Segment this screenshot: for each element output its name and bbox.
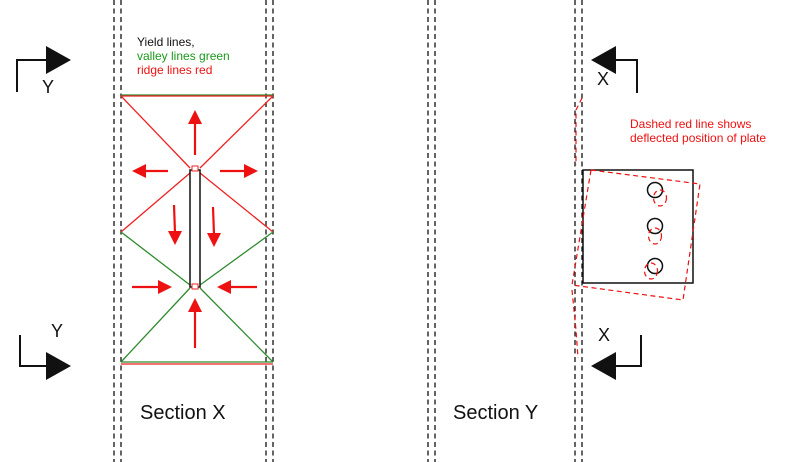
deflection-note: Dashed red line shows deflected position…: [630, 117, 766, 145]
section-x-right-wall: [265, 0, 274, 462]
legend-yield-lines: Yield lines, valley lines green ridge li…: [137, 35, 230, 77]
deflected-bolt-hole-2: [647, 227, 663, 245]
arrow-up-top: [188, 110, 202, 155]
valley-yield-lines: [120, 231, 274, 363]
stiffener-top-end: [191, 165, 199, 172]
arrow-up-bottom: [188, 298, 202, 348]
central-stiffener: [189, 169, 201, 288]
section-cut-marker-x-top: [591, 46, 638, 93]
section-x-left-wall: [113, 0, 122, 462]
bolt-holes: [646, 181, 664, 275]
force-arrows: [132, 110, 258, 348]
deflection-note-line1: Dashed red line shows: [630, 117, 752, 131]
section-x-title: Section X: [140, 402, 226, 424]
deflected-plate: [571, 97, 701, 359]
plate-original: [582, 169, 694, 284]
ridge-yield-lines: [120, 95, 274, 233]
cut-label-x-bottom: X: [598, 325, 611, 345]
arrow-left-top: [132, 164, 168, 178]
stiffener-bottom-end: [191, 283, 199, 290]
legend-valley: valley lines green: [137, 49, 230, 63]
section-y-right-wall: [574, 0, 583, 462]
arrow-right-bottom: [132, 280, 172, 294]
section-y-title: Section Y: [453, 402, 539, 424]
section-cut-marker-y-bottom: [19, 335, 71, 380]
arrow-down-left: [168, 204, 182, 245]
arrow-down-right: [207, 206, 221, 247]
cut-label-x-top: X: [597, 69, 610, 89]
deflected-bolt-hole-3: [643, 262, 659, 280]
section-cut-marker-y-top: [16, 46, 71, 92]
arrow-right-top: [220, 164, 258, 178]
legend-title: Yield lines,: [137, 35, 195, 49]
deflection-note-line2: deflected position of plate: [630, 131, 767, 145]
section-cut-marker-x-bottom: [591, 335, 642, 380]
arrow-left-bottom: [217, 280, 257, 294]
bolt-hole-2: [646, 217, 664, 235]
bolt-hole-3: [646, 257, 664, 275]
deflected-bolt-hole-1: [652, 189, 668, 207]
section-y-left-wall: [427, 0, 436, 462]
cut-label-y-top: Y: [42, 77, 55, 97]
cut-label-y-bottom: Y: [51, 321, 64, 341]
legend-ridge: ridge lines red: [137, 63, 213, 77]
